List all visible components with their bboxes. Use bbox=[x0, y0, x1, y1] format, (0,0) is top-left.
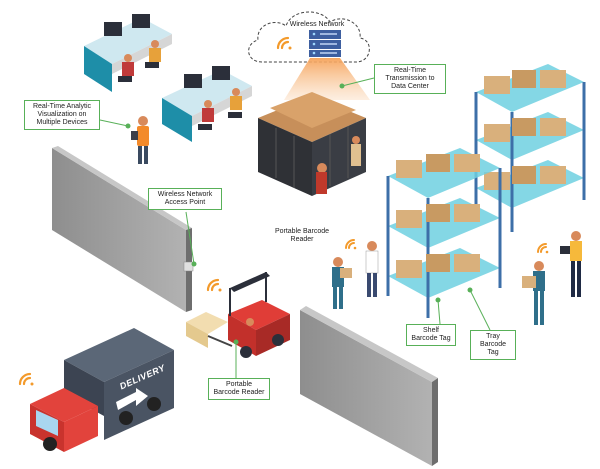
warehouse-rack-back bbox=[474, 64, 586, 232]
label-portable-reader-bottom: Portable Barcode Reader bbox=[208, 378, 270, 400]
wall-right bbox=[300, 306, 438, 466]
office-workstation bbox=[162, 66, 252, 142]
label-connectors bbox=[99, 77, 491, 378]
label-portable-reader-top: Portable Barcode Reader bbox=[274, 228, 330, 243]
label-access-point: Wireless Network Access Point bbox=[148, 188, 222, 210]
wifi-icon bbox=[206, 278, 222, 292]
worker-person bbox=[332, 257, 352, 309]
transmission-beam bbox=[284, 58, 370, 100]
connector-dots bbox=[125, 83, 473, 345]
wifi-icon bbox=[276, 36, 292, 50]
server-icon bbox=[309, 30, 341, 57]
analyst-person bbox=[131, 116, 149, 164]
worker-person bbox=[560, 231, 582, 297]
warehouse-rack-front bbox=[386, 148, 502, 318]
wall-left bbox=[52, 146, 194, 312]
forklift bbox=[186, 272, 290, 358]
arrow-icon bbox=[116, 388, 148, 410]
office-workstation bbox=[84, 14, 172, 92]
delivery-truck bbox=[30, 328, 174, 452]
label-analytics: Real-Time Analytic Visualization on Mult… bbox=[24, 100, 100, 130]
worker-person bbox=[365, 241, 379, 297]
worker-person bbox=[522, 261, 545, 325]
label-transmission: Real-Time Transmission to Data Center bbox=[374, 64, 446, 94]
wifi-icon bbox=[18, 372, 34, 386]
cloud-title: Wireless Network bbox=[289, 21, 345, 28]
label-tray-tag: Tray Barcode Tag bbox=[470, 330, 516, 360]
wifi-icon bbox=[537, 243, 549, 254]
wifi-icon bbox=[345, 239, 357, 250]
data-center bbox=[258, 92, 366, 196]
label-shelf-tag: Shelf Barcode Tag bbox=[406, 324, 456, 346]
